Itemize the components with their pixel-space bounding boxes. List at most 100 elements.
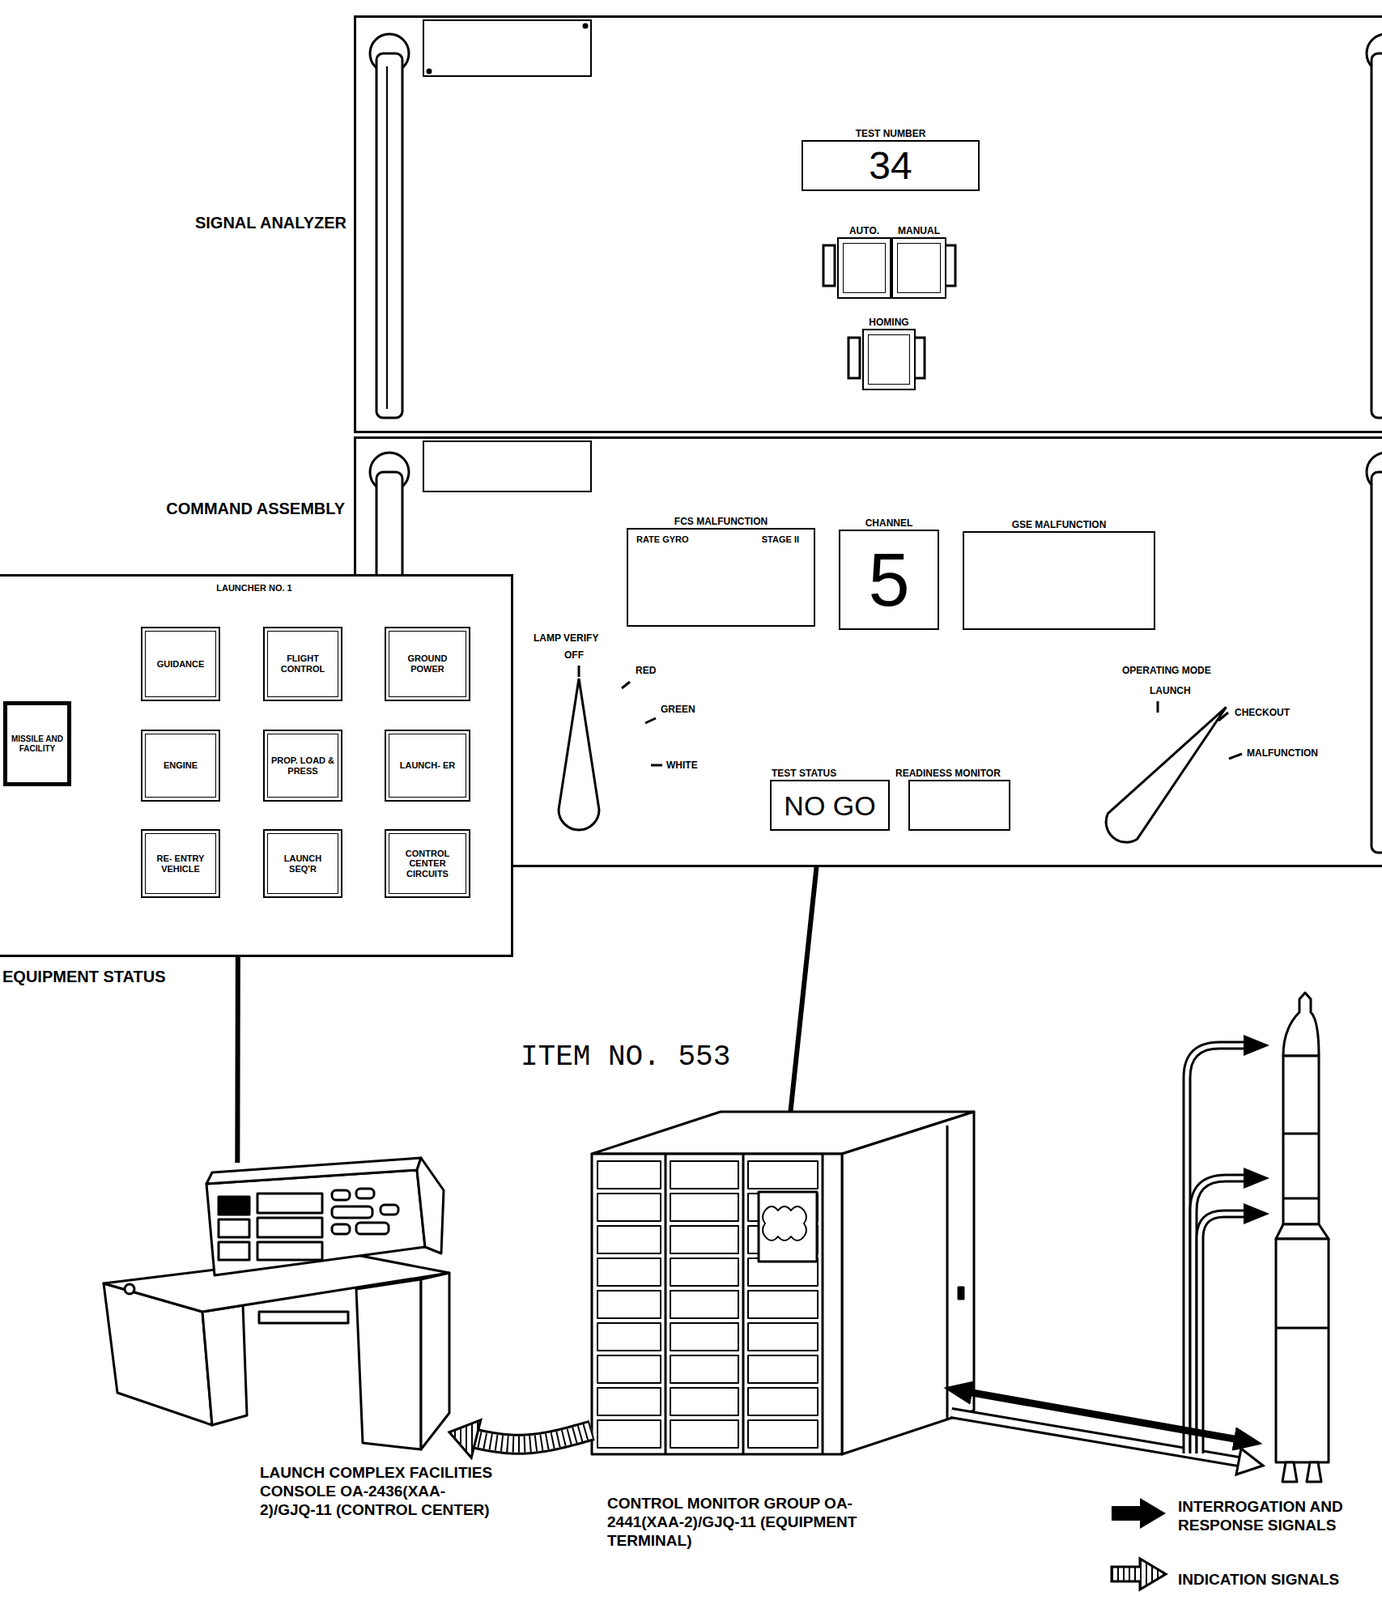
leader-line	[237, 956, 239, 1163]
command-assembly-hardware	[558, 678, 600, 830]
connector-path	[476, 1429, 592, 1444]
node-text: TEST NUMBER	[803, 127, 979, 140]
node-text: CONTROL CENTER CIRCUITS	[391, 848, 464, 880]
console-drawing	[257, 1241, 323, 1260]
console-drawing	[259, 1311, 349, 1323]
command-assembly-hardware	[1371, 472, 1382, 853]
switch-position-label: CHECKOUT	[1234, 706, 1290, 719]
interrogation-signal-arrows	[1193, 1177, 1247, 1454]
missile-drawing	[1306, 1462, 1322, 1482]
switch-position-label: RED	[635, 664, 656, 677]
switch-position-label: LAMP VERIFY	[533, 632, 599, 644]
signal-analyzer-hardware	[583, 24, 587, 28]
readiness-monitor-display: READINESS MONITOR	[908, 779, 1011, 831]
node-text: GROUND POWER	[391, 653, 464, 674]
node-text: GUIDANCE	[157, 659, 205, 670]
switch-position-label: OFF	[564, 649, 584, 661]
control-monitor-cabinet	[597, 1355, 661, 1383]
console-drawing	[420, 1272, 450, 1450]
console-drawing	[356, 1279, 421, 1450]
interrogation-signal-arrows	[1199, 1213, 1247, 1454]
control-monitor-cabinet	[597, 1225, 661, 1254]
facilities-console: LAUNCH COMPLEX FACILITIES CONSOLE OA-243…	[102, 1162, 450, 1450]
signal-analyzer-hardware	[823, 245, 835, 286]
legend-text: INDICATION SIGNALS	[1177, 1570, 1377, 1590]
command-assembly-hardware	[621, 681, 630, 689]
connector-path	[476, 1429, 592, 1444]
node-text: PROP. LOAD & PRESS	[270, 755, 336, 776]
command-assembly-hardware	[369, 441, 1382, 853]
control-monitor-cabinet	[946, 1125, 949, 1419]
node-text: SIGNAL ANALYZER	[195, 213, 347, 233]
interrogation-signal-arrows	[951, 1034, 1270, 1475]
console-drawing	[356, 1222, 389, 1234]
console-drawing	[218, 1241, 250, 1260]
console-drawing	[218, 1196, 250, 1215]
status-lamp: LAUNCH SEQ'R	[263, 829, 343, 898]
console-drawing	[416, 1157, 444, 1254]
command-assembly-hardware	[1098, 694, 1242, 851]
control-monitor-cabinet	[591, 1153, 842, 1455]
interrogation-signal-arrows	[967, 1391, 1239, 1440]
channel-display: CHANNEL5	[838, 529, 940, 630]
node-text: HOMING	[863, 316, 915, 328]
control-monitor-cabinet	[748, 1355, 818, 1383]
console-drawing	[103, 1157, 450, 1450]
switch-position-label: OPERATING MODE	[1122, 664, 1212, 677]
control-monitor-cabinet	[841, 1111, 974, 1455]
interrogation-signal-arrows	[1199, 1213, 1247, 1454]
missile-drawing	[1283, 1197, 1319, 1200]
node-text: ENGINE	[163, 760, 198, 771]
fcs-malfunction-display: FCS MALFUNCTIONRATE GYROSTAGE II	[626, 527, 816, 627]
arrow-head	[449, 1420, 481, 1459]
missile-drawing	[1283, 992, 1319, 1056]
missile-drawing	[1282, 1462, 1297, 1482]
connector-path	[234, 956, 241, 1163]
interrogation-signal-arrows	[1243, 1203, 1270, 1225]
node-text: LAUNCHER NO. 1	[0, 582, 511, 593]
status-lamp: GUIDANCE	[140, 626, 221, 702]
switch-position-label: WHITE	[666, 759, 698, 771]
missile-drawing	[1275, 1326, 1329, 1330]
control-monitor-cabinet	[597, 1160, 661, 1189]
node-text: RE- ENTRY VEHICLE	[148, 853, 213, 874]
indication-signal-arrow	[449, 1420, 592, 1459]
homing-button: HOMING	[862, 328, 916, 391]
command-assembly-hardware	[645, 718, 656, 723]
legend-samples	[1111, 1497, 1166, 1590]
node-text: TEST STATUS	[771, 767, 837, 779]
node-text: MANUAL	[892, 225, 945, 237]
command-assembly-hardware	[578, 665, 581, 677]
control-monitor-cabinet	[758, 1191, 817, 1262]
console-drawing	[206, 1169, 426, 1276]
control-monitor-cabinet	[670, 1193, 739, 1221]
signal-analyzer-hardware	[369, 20, 1382, 418]
console-drawing	[380, 1204, 399, 1215]
control-monitor-cabinet	[958, 1287, 964, 1299]
signal-analyzer-hardware	[1371, 53, 1382, 418]
node-text: 34	[868, 146, 912, 186]
console-drawing	[331, 1206, 373, 1218]
missile-drawing	[1275, 1224, 1329, 1239]
missile-drawing	[1275, 1238, 1329, 1463]
node-text: 5	[867, 542, 910, 617]
node-text: EQUIPMENT STATUS	[2, 967, 166, 987]
control-monitor-cabinet	[742, 1153, 745, 1455]
command-assembly-hardware	[1218, 712, 1229, 721]
control-monitor-cabinet	[670, 1322, 739, 1351]
legend-samples	[1111, 1497, 1166, 1529]
control-monitor-cabinet	[670, 1420, 739, 1448]
console-drawing	[331, 1224, 350, 1234]
test-number-display: TEST NUMBER34	[801, 140, 980, 192]
gse-malfunction-display: GSE MALFUNCTION	[962, 531, 1156, 630]
control-monitor-cabinet	[591, 1111, 974, 1455]
control-monitor-cabinet	[664, 1153, 668, 1455]
console-drawing	[218, 1219, 250, 1238]
test-status-display: TEST STATUSNO GO	[769, 779, 890, 831]
node-text: LAUNCH- ER	[399, 760, 455, 771]
node-text: COMMAND ASSEMBLY	[165, 499, 345, 519]
command-assembly-hardware	[423, 441, 592, 492]
control-monitor-cabinet	[748, 1290, 818, 1319]
console-drawing	[257, 1217, 323, 1238]
interrogation-signal-arrows	[1186, 1045, 1247, 1454]
